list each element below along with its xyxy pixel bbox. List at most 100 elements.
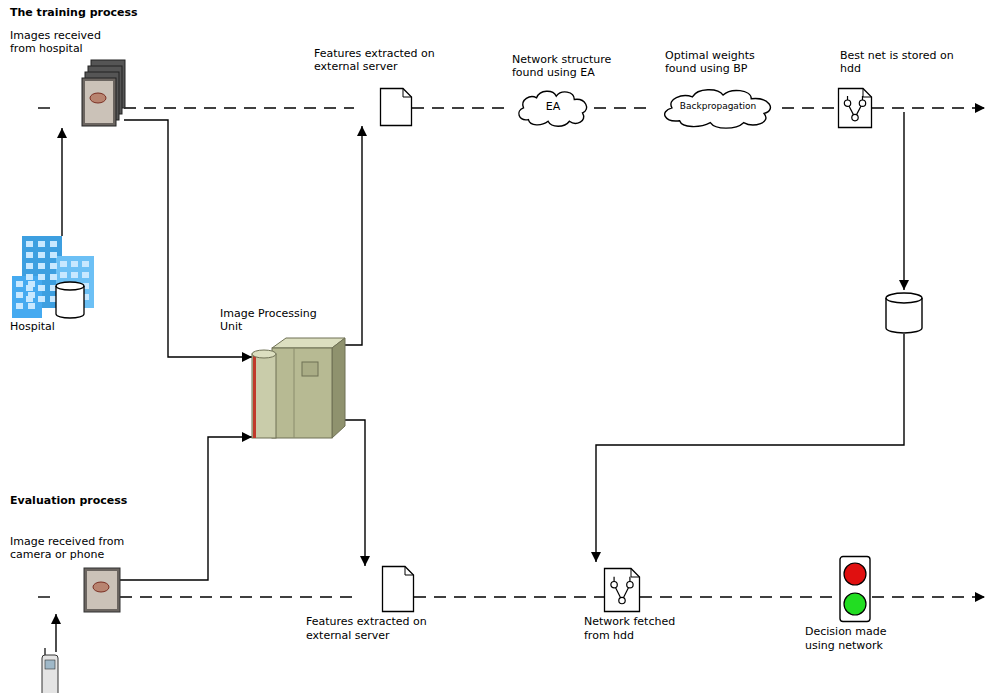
dashed-timeline	[124, 107, 354, 108]
server-icon	[302, 362, 318, 376]
image-stack-icon	[82, 60, 125, 126]
dashed-timeline	[120, 596, 358, 597]
caption-holder: Network fetched from hdd	[584, 615, 694, 643]
phone-arrow	[55, 614, 56, 652]
hospital-node: Hospital	[12, 236, 98, 318]
traffic-light-icon	[838, 556, 872, 622]
network-file-icon	[605, 569, 640, 612]
server-icon	[252, 350, 276, 358]
icon-caption: Decision made using network	[805, 625, 905, 653]
network-file-icon	[844, 100, 850, 106]
heading-holder: The training process	[10, 6, 138, 20]
hospital-icon	[50, 263, 57, 269]
cloud-node: Network structure found using EAEA	[512, 86, 594, 128]
hospital-icon	[16, 303, 23, 309]
network-file-icon	[604, 568, 640, 612]
dashed-timeline	[412, 107, 512, 108]
hospital-icon	[38, 274, 45, 280]
hospital-icon	[12, 236, 94, 318]
hospital-icon	[60, 272, 67, 278]
photo-icon	[84, 568, 120, 612]
image-stack-icon	[82, 78, 116, 126]
database-cylinder-rim	[886, 298, 922, 303]
traffic-light-icon	[844, 563, 866, 585]
document-icon	[383, 567, 414, 612]
cloud-icon	[519, 91, 587, 126]
document-icon	[383, 567, 414, 612]
caption-holder: Image Processing Unit	[220, 307, 335, 335]
server-icon	[294, 348, 295, 438]
hospital-icon	[16, 292, 23, 298]
section-title: The training process	[10, 6, 138, 20]
document-node: Features extracted on external server	[358, 566, 414, 612]
traffic-light-icon	[844, 593, 866, 615]
server-icon	[252, 338, 345, 440]
network-file-icon	[839, 89, 872, 128]
network-file-icon	[839, 89, 872, 128]
server-icon	[332, 338, 345, 438]
hospital-icon	[26, 241, 33, 247]
phone-screen	[45, 660, 55, 669]
shape-label: EA	[546, 100, 560, 114]
timeline-start	[38, 596, 52, 597]
fetch-arrow	[596, 334, 904, 562]
caption-holder: Decision made using network	[805, 625, 905, 653]
hospital-icon	[60, 261, 67, 267]
icon-caption: Image Processing Unit	[220, 307, 335, 335]
caption-holder: Network structure found using EA	[512, 53, 632, 81]
caption-holder: Hospital	[10, 320, 90, 334]
icon-caption: Optimal weights found using BP	[665, 49, 780, 77]
dashed-timeline	[640, 596, 838, 597]
hospital-icon	[38, 296, 45, 302]
document-icon	[405, 567, 414, 576]
phone-antenna	[44, 648, 46, 655]
icon-caption: Best net is stored on hdd	[840, 49, 960, 77]
photo-icon	[52, 566, 120, 614]
hospital-icon	[38, 285, 45, 291]
heading-holder: Evaluation process	[10, 494, 127, 508]
hospital-icon	[50, 274, 57, 280]
section-heading: Evaluation process	[10, 494, 127, 508]
network-file-icon	[852, 114, 858, 120]
caption-holder: Features extracted on external server	[314, 47, 439, 75]
icon-caption: Features extracted on external server	[306, 615, 431, 643]
caption-holder: Image received from camera or phone	[10, 535, 140, 563]
hospital-icon	[38, 241, 45, 247]
hospital-icon	[50, 241, 57, 247]
shape-text-holder: EA	[546, 100, 560, 114]
photo-icon	[84, 568, 120, 612]
image-stack-icon	[90, 93, 106, 103]
document-icon	[403, 89, 412, 98]
shape-text-holder: Backpropagation	[680, 101, 756, 112]
cloud-icon	[665, 90, 771, 128]
caption-holder: Best net is stored on hdd	[840, 49, 960, 77]
icon-caption: Network structure found using EA	[512, 53, 632, 81]
image-stack-icon	[85, 81, 113, 123]
hospital-icon	[12, 276, 42, 318]
document-node: Features extracted on external server	[354, 88, 412, 126]
hospital-icon	[38, 252, 45, 258]
network-file-icon	[863, 89, 872, 98]
image-stack-node: Images received from hospital	[58, 60, 124, 128]
network-file-icon	[838, 88, 872, 128]
caption-holder: Optimal weights found using BP	[665, 49, 780, 77]
icon-caption: Hospital	[10, 320, 90, 334]
hospital-icon	[38, 263, 45, 269]
caption-holder: Images received from hospital	[10, 29, 120, 57]
hospital-icon	[28, 292, 35, 298]
network-file-icon	[631, 569, 640, 578]
timeline-end-arrow	[872, 107, 985, 108]
hospital-icon	[50, 252, 57, 258]
document-icon	[354, 88, 412, 126]
cloud-icon	[665, 90, 771, 128]
shape-label: Backpropagation	[680, 101, 756, 112]
icon-caption: Image received from camera or phone	[10, 535, 140, 563]
network-file-icon	[611, 582, 617, 588]
hospital-icon	[56, 286, 84, 290]
hospital-icon	[71, 272, 78, 278]
network-file-node: Network fetched from hdd	[604, 568, 640, 612]
icon-caption: Images received from hospital	[10, 29, 120, 57]
network-file-icon	[619, 597, 625, 603]
server-node: Image Processing Unit	[252, 338, 345, 440]
